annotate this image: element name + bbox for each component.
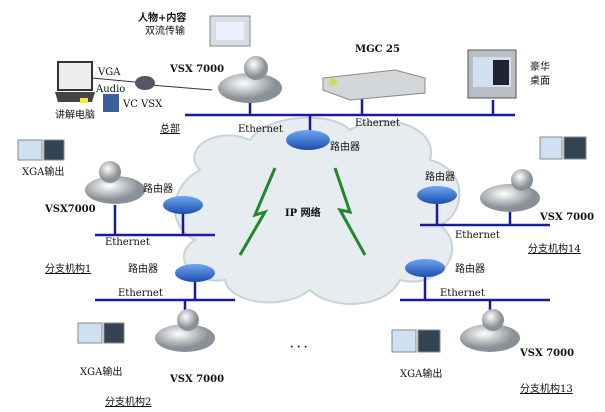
router-icon — [405, 259, 445, 277]
branch13-ethernet: Ethernet — [440, 288, 485, 299]
mgc-server-icon — [322, 69, 426, 101]
laptop-icon — [55, 61, 95, 103]
vc-vsx-pod-icon — [135, 76, 155, 90]
branch1-ethernet: Ethernet — [105, 237, 150, 248]
audio-label: Audio — [95, 84, 125, 95]
hq-vsx-label: VSX 7000 — [169, 64, 224, 75]
laptop-label: 讲解电脑 — [55, 108, 95, 121]
branch2-output: XGA输出 — [80, 365, 122, 378]
branch14-ethernet: Ethernet — [455, 230, 500, 241]
ethernet-lines — [95, 98, 550, 318]
more-branches-ellipsis: · · · — [290, 342, 307, 353]
vga-label: VGA — [97, 67, 121, 78]
xga-screen-icon — [391, 329, 441, 353]
branch2-name: 分支机构2 — [105, 395, 151, 408]
xga-screen-icon — [539, 136, 587, 160]
vsx-camera-icon — [85, 161, 145, 204]
router-icon — [286, 130, 330, 150]
core-router-label: 路由器 — [330, 140, 360, 153]
branch14-vsx: VSX 7000 — [539, 212, 594, 223]
wan-link-bolt — [333, 167, 367, 256]
vsx-camera-icon — [218, 56, 282, 103]
branch1-name: 分支机构1 — [45, 262, 91, 275]
content-screen-icon — [209, 15, 251, 47]
router-icon — [175, 264, 215, 282]
branch1-router: 路由器 — [143, 182, 173, 195]
branch2-ethernet: Ethernet — [118, 288, 163, 299]
mgc-label: MGC 25 — [355, 44, 400, 55]
branch14-router: 路由器 — [425, 170, 455, 183]
wan-link-bolt — [238, 167, 277, 256]
content-label: 人物+内容 — [138, 11, 186, 24]
branch13-output: XGA输出 — [400, 367, 442, 380]
desktop-label-1: 豪华 — [530, 60, 550, 73]
branch1-vsx: VSX7000 — [44, 204, 96, 215]
branch13-router: 路由器 — [455, 262, 485, 275]
vsx-camera-icon — [480, 169, 540, 212]
branch2-vsx: VSX 7000 — [169, 374, 224, 385]
presenter-photo-icon — [103, 94, 119, 112]
hq-name: 总部 — [160, 122, 180, 135]
router-icon — [417, 186, 457, 204]
branch13-vsx: VSX 7000 — [519, 348, 574, 359]
branch14-name: 分支机构14 — [528, 242, 581, 255]
vsx-camera-icon — [155, 309, 215, 352]
xga-screen-icon — [77, 322, 125, 344]
ip-network-label: IP 网络 — [285, 206, 321, 219]
vc-vsx-label: VC VSX — [122, 99, 163, 110]
desktop-label-2: 桌面 — [530, 74, 550, 87]
branch1-output: XGA输出 — [22, 165, 64, 178]
vsx-camera-icon — [460, 309, 520, 352]
router-icon — [163, 196, 203, 214]
desktop-system-icon — [467, 49, 517, 99]
hq-ethernet-label: Ethernet — [238, 124, 283, 135]
mgc-ethernet-label: Ethernet — [355, 118, 400, 129]
xga-screen-icon — [17, 139, 65, 161]
branch2-router: 路由器 — [128, 262, 158, 275]
content-sub-label: 双流传输 — [145, 24, 185, 37]
branch13-name: 分支机构13 — [520, 382, 573, 395]
